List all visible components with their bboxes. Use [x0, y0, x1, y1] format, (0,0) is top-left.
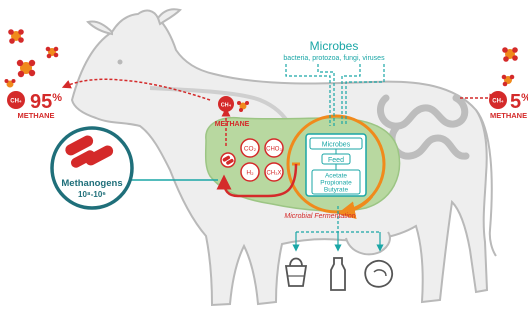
- molecule-h2: H₂: [241, 163, 259, 181]
- process-feed-label: Feed: [328, 157, 344, 164]
- svg-text:CH₄: CH₄: [221, 103, 232, 109]
- methanogen-small-icon: [221, 153, 235, 167]
- product-butyrate: Butyrate: [324, 187, 349, 194]
- svg-text:CO₂: CO₂: [244, 146, 257, 153]
- left-ch4-badge: CH₄: [7, 91, 25, 109]
- basket-icon: [286, 259, 306, 287]
- svg-text:CH₄: CH₄: [492, 99, 504, 105]
- product-propionate: Propionate: [320, 180, 352, 187]
- methanogens-title: Methanogens: [61, 178, 122, 189]
- molecule-cho3: CHO₃: [265, 139, 283, 157]
- svg-text:H₂: H₂: [246, 170, 254, 177]
- molecule-co2: CO₂: [241, 139, 259, 157]
- right-methane-label: METHANE: [490, 111, 527, 120]
- process-microbes-label: Microbes: [322, 142, 351, 149]
- milk-bottle-icon: [331, 258, 345, 290]
- left-methane-label: METHANE: [17, 111, 54, 120]
- microbes-subtitle: bacteria, protozoa, fungi, viruses: [283, 55, 385, 62]
- svg-text:CH₄: CH₄: [10, 99, 22, 105]
- stomach-ch4-badge: CH₄: [218, 96, 234, 112]
- right-ch4-badge: CH₄: [489, 91, 507, 109]
- svg-text:CHO₃: CHO₃: [266, 147, 282, 153]
- methane-molecules-right: [502, 47, 518, 86]
- methane-molecules-left: [5, 29, 59, 87]
- molecule-ch3x: CH₃X: [265, 163, 283, 181]
- svg-text:CH₃X: CH₃X: [266, 171, 281, 177]
- right-methane-percent: 5%: [510, 91, 528, 113]
- microbes-title: Microbes: [310, 39, 359, 53]
- stomach-methane-label: METHANE: [215, 121, 250, 128]
- product-acetate: Acetate: [325, 173, 347, 180]
- meat-icon: [365, 261, 392, 287]
- methanogens-count: 10⁸-10⁶: [78, 190, 106, 199]
- fermentation-label: Microbial Fermentation: [284, 213, 355, 220]
- left-methane-percent: 95%: [30, 91, 62, 113]
